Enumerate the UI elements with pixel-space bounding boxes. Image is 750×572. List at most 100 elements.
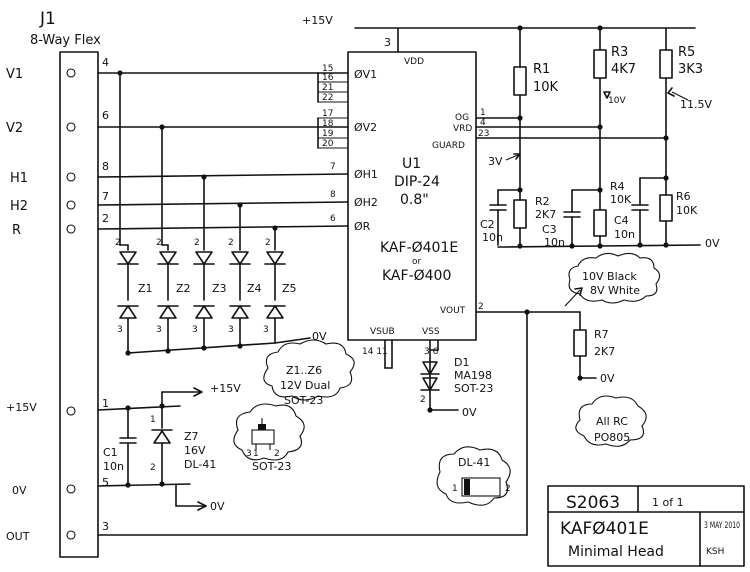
resistor-r3: [593, 49, 607, 79]
svg-text:20: 20: [322, 139, 334, 149]
z7-pkg: DL-41: [184, 458, 216, 471]
signal-wires: [97, 70, 349, 231]
zener-z1: 2 3 Z1: [115, 72, 153, 354]
sot23-label: SOT-23: [252, 460, 291, 473]
title-date: 3 MAY 2010: [704, 521, 740, 531]
supply-rail: +15V 3: [302, 14, 696, 53]
r5-ref: R5: [678, 45, 695, 60]
svg-text:2: 2: [420, 395, 426, 405]
ic-pin-vrd: VRD: [453, 124, 472, 134]
svg-text:2: 2: [194, 238, 200, 248]
r4-value: 10K: [610, 193, 632, 206]
ic-pin-vout: VOUT: [440, 306, 466, 316]
connector-desc: 8-Way Flex: [30, 33, 101, 48]
pin-num-out: 3: [102, 520, 109, 533]
r2-value: 2K7: [535, 208, 556, 221]
pin-circle-out: [66, 530, 76, 540]
ic-ref: U1: [402, 156, 421, 172]
pin-circle-r: [66, 224, 76, 234]
svg-text:17: 17: [322, 109, 333, 119]
svg-text:23: 23: [478, 129, 489, 139]
vsub-pins: 14 11: [362, 347, 388, 357]
pin-circle-0v: [66, 484, 76, 494]
r6-ref: R6: [676, 190, 691, 203]
svg-text:8: 8: [330, 190, 336, 200]
resistor-r4: [593, 209, 607, 237]
zener-z3-label: Z3: [212, 282, 227, 295]
title-block: S2063 1 of 1 KAFØ401E Minimal Head 3 MAY…: [547, 485, 745, 567]
ic-pin-guard: GUARD: [432, 141, 465, 151]
dl41-label: DL-41: [458, 456, 490, 469]
ic-bottom-pins: 14 11 3 6 2 0V D1 MA198 SOT-23: [362, 339, 493, 419]
z7-volt: 16V: [184, 444, 206, 457]
svg-text:18: 18: [322, 119, 334, 129]
pin-num-v1: 4: [102, 56, 109, 69]
ic-vdd-label: VDD: [404, 57, 424, 67]
pin-circle-15v: [66, 406, 76, 416]
pin-num-15v: 1: [102, 397, 109, 410]
ic-package: DIP-24: [394, 174, 440, 190]
z7-ref: Z7: [184, 430, 199, 443]
pin-num-h1: 8: [102, 160, 109, 173]
zener-z2-label: Z2: [176, 282, 191, 295]
ic-pin-v2: ØV2: [354, 121, 377, 134]
vdd-pin-num: 3: [384, 36, 391, 49]
c4-ref: C4: [614, 214, 629, 227]
zener-z1-label: Z1: [138, 282, 153, 295]
ic-alt-part: KAF-Ø400: [382, 268, 451, 284]
svg-text:6: 6: [330, 214, 336, 224]
title-drawing-number: S2063: [566, 493, 620, 513]
zener-z3: 2 3 Z3: [192, 176, 227, 349]
ic-pin-v1: ØV1: [354, 68, 377, 81]
r4-ref: R4: [610, 180, 625, 193]
d1-ground-label: 0V: [462, 406, 477, 419]
d1-ref: D1: [454, 356, 469, 369]
resistor-r7: [573, 329, 587, 357]
connector-ref: J1: [39, 9, 56, 29]
voltage-10v: 10V: [608, 96, 626, 106]
zener-note-line2: 12V Dual: [280, 379, 330, 392]
c1-value: 10n: [103, 460, 124, 473]
power-input: +15V C1 10n 1 2 Z7 16V DL-41 0V: [97, 382, 241, 513]
sot23-cloud: 3 1 2 SOT-23: [233, 403, 305, 473]
zener-array: 2 3 Z1 2 3 Z2 2: [115, 72, 327, 356]
ic-part: KAF-Ø401E: [380, 240, 458, 256]
pin-label-r: R: [12, 223, 21, 238]
ic-pin-h2: ØH2: [354, 196, 378, 209]
svg-text:2: 2: [150, 463, 156, 473]
pin-num-v2: 6: [102, 109, 109, 122]
bias-network-og: R1 10K R2 2K7 1 4 23 3V C2 10n: [475, 27, 669, 246]
pin-num-r: 2: [102, 212, 109, 225]
rc-note-cloud: All RC PO805: [575, 395, 647, 447]
r6-value: 10K: [676, 204, 698, 217]
title-sheet: 1 of 1: [652, 496, 684, 509]
pin-circle-v1: [66, 68, 76, 78]
r5-value: 3K3: [678, 62, 703, 77]
ic-left-pin-numbers: 15 16 21 22 17 18 19 20 7 8 6: [322, 64, 336, 224]
ic-vsub-label: VSUB: [370, 327, 395, 337]
pin-label-out: OUT: [6, 530, 30, 543]
svg-text:1: 1: [150, 415, 156, 425]
svg-text:3: 3: [228, 325, 234, 335]
d1-pkg: SOT-23: [454, 382, 493, 395]
r7-ground-label: 0V: [600, 372, 615, 385]
svg-text:1: 1: [480, 108, 486, 118]
ic-body: [347, 51, 477, 341]
zener-z5-label: Z5: [282, 282, 297, 295]
ic-pin-r: ØR: [354, 220, 371, 233]
pin-circle-h1: [66, 172, 76, 182]
svg-text:22: 22: [322, 93, 333, 103]
svg-text:3: 3: [192, 325, 198, 335]
pin-label-0v: 0V: [12, 484, 27, 497]
cable-note-line1: 10V Black: [582, 270, 637, 283]
svg-text:2: 2: [478, 302, 484, 312]
svg-text:2: 2: [265, 238, 271, 248]
c2-value: 10n: [482, 231, 503, 244]
title-author: KSH: [706, 547, 724, 557]
voltage-3v: 3V: [488, 155, 503, 168]
top-supply-label: +15V: [302, 14, 333, 27]
pin-label-h2: H2: [10, 199, 28, 214]
vss-pins: 3 6: [424, 347, 439, 357]
cable-note-line2: 8V White: [590, 284, 640, 297]
svg-text:2: 2: [228, 238, 234, 248]
